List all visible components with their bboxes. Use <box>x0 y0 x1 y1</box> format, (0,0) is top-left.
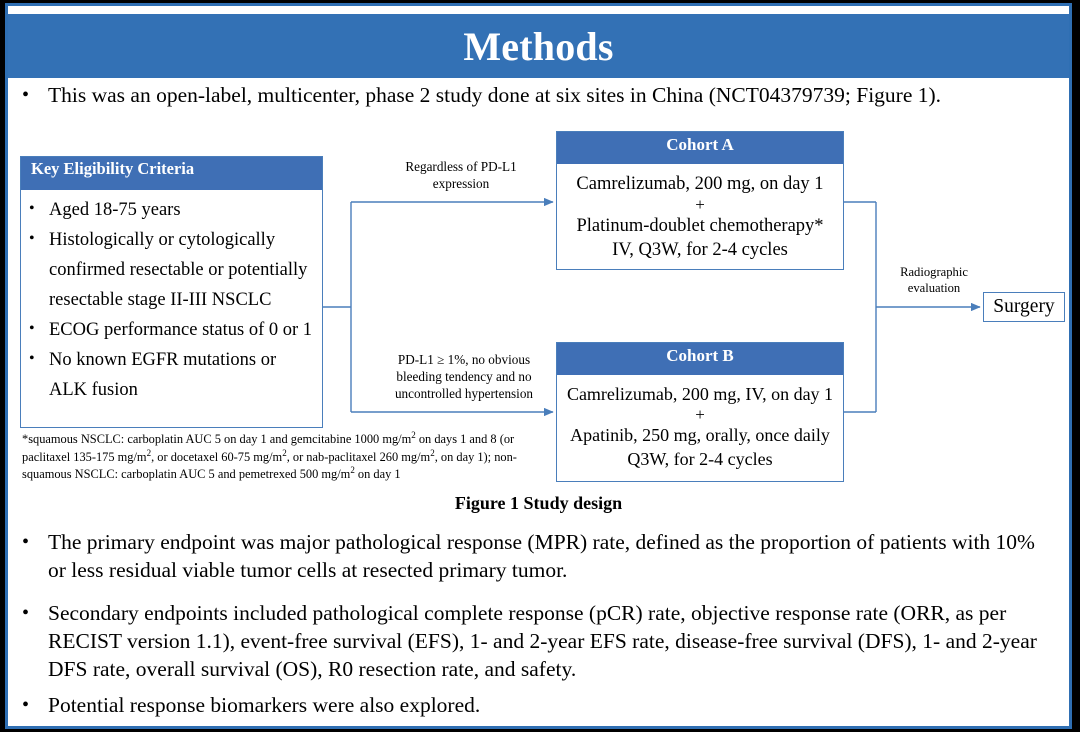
bullet-biomarkers: • Potential response biomarkers were als… <box>22 692 1022 720</box>
footnote-sup: 2 <box>430 447 435 458</box>
bullet-primary-text: The primary endpoint was major pathologi… <box>48 530 1035 582</box>
eligibility-header: Key Eligibility Criteria <box>21 157 322 190</box>
bullet-secondary-text: Secondary endpoints included pathologica… <box>48 601 1037 681</box>
cohort-b-line3: Q3W, for 2-4 cycles <box>627 448 773 469</box>
footnote-line2-b: , or docetaxel 60-75 mg/m <box>151 449 283 464</box>
footnote-sup: 2 <box>146 447 152 458</box>
footnote-line3-a: squamous NSCLC: carboplatin AUC 5 and pe… <box>22 467 351 482</box>
bullet-biomarkers-text: Potential response biomarkers were also … <box>48 693 481 717</box>
cohort-b-condition-line2: bleeding tendency and no <box>396 369 532 385</box>
bullet-marker-icon: • <box>22 531 30 553</box>
cohort-b-line2: Apatinib, 250 mg, orally, once daily <box>570 425 830 446</box>
bullet-marker-icon: • <box>22 602 30 624</box>
bullet-primary-endpoint: • The primary endpoint was major patholo… <box>22 529 1057 585</box>
surgery-condition-line2: evaluation <box>907 281 961 296</box>
eligibility-criteria-box: Key Eligibility Criteria • Aged 18-75 ye… <box>20 156 323 428</box>
cohort-a-line3: IV, Q3W, for 2-4 cycles <box>612 239 788 260</box>
footnote-line2-c: , or nab-paclitaxel 260 mg/m <box>286 449 431 464</box>
footnote-line1-b: on days 1 and 8 (or <box>415 432 515 447</box>
surgery-condition-label: Radiographic evaluation <box>886 264 982 297</box>
cohort-b-condition-label: PD-L1 ≥ 1%, no obvious bleeding tendency… <box>366 351 562 402</box>
figure-footnote: *squamous NSCLC: carboplatin AUC 5 on da… <box>22 430 552 483</box>
footnote-sup: 2 <box>350 465 355 476</box>
cohort-a-condition-label: Regardless of PD-L1 expression <box>370 158 552 192</box>
surgery-condition-line1: Radiographic <box>900 265 968 279</box>
cohort-b-body: Camrelizumab, 200 mg, IV, on day 1 + Apa… <box>557 375 843 477</box>
bullet-marker-icon: • <box>29 229 35 247</box>
bullet-secondary-endpoints: • Secondary endpoints included pathologi… <box>22 600 1057 684</box>
list-item: • Histologically or cytologically confir… <box>29 226 316 316</box>
bullet-marker-icon: • <box>22 694 30 716</box>
page-title: Methods <box>463 24 614 69</box>
cohort-b-condition-line1: PD-L1 ≥ 1%, no obvious <box>397 352 531 367</box>
eligibility-item-text: Histologically or cytologically confirme… <box>49 229 308 310</box>
cohort-a-line2: Platinum-doublet chemotherapy* <box>576 215 824 236</box>
bullet-intro: • This was an open-label, multicenter, p… <box>22 82 1052 110</box>
slide-frame: Methods • This was an open-label, multic… <box>5 3 1072 729</box>
eligibility-item-text: Aged 18-75 years <box>49 200 181 220</box>
figure-caption: Figure 1 Study design <box>454 493 623 513</box>
bullet-marker-icon: • <box>22 84 30 106</box>
bullet-marker-icon: • <box>29 200 35 217</box>
cohort-b-plus: + <box>695 405 705 425</box>
footnote-sup: 2 <box>282 447 287 458</box>
cohort-b-condition-line3: uncontrolled hypertension <box>394 386 534 402</box>
footnote-sup: 2 <box>411 430 416 440</box>
cohort-a-plus: + <box>695 195 705 215</box>
cohort-a-line1: Camrelizumab, 200 mg, on day 1 <box>576 174 824 194</box>
eligibility-item-text: ECOG performance status of 0 or 1 <box>49 319 313 340</box>
footnote-line2-a: paclitaxel 135-175 mg/m <box>22 449 147 464</box>
bullet-intro-text: This was an open-label, multicenter, pha… <box>48 83 942 107</box>
footnote-line2-d: , on day 1); non- <box>434 449 517 464</box>
list-item: • Aged 18-75 years <box>29 196 316 226</box>
cohort-a-box: Cohort A Camrelizumab, 200 mg, on day 1 … <box>556 131 844 270</box>
title-banner: Methods <box>8 14 1069 78</box>
footnote-line1-a: *squamous NSCLC: carboplatin AUC 5 on da… <box>22 432 412 447</box>
cohort-a-condition-line1: Regardless of PD-L1 <box>405 159 517 174</box>
footnote-line3-b: on day 1 <box>354 467 401 482</box>
cohort-a-condition-line2: expression <box>432 176 490 192</box>
list-item: • ECOG performance status of 0 or 1 <box>29 316 316 346</box>
cohort-b-header: Cohort B <box>557 343 843 375</box>
cohort-b-line1: Camrelizumab, 200 mg, IV, on day 1 <box>566 384 834 404</box>
eligibility-item-text: No known EGFR mutations or ALK fusion <box>49 349 277 400</box>
cohort-b-box: Cohort B Camrelizumab, 200 mg, IV, on da… <box>556 342 844 482</box>
bullet-marker-icon: • <box>29 349 35 367</box>
surgery-label: Surgery <box>993 296 1055 317</box>
eligibility-list: • Aged 18-75 years • Histologically or c… <box>21 190 322 406</box>
cohort-a-body: Camrelizumab, 200 mg, on day 1 + Platinu… <box>557 164 843 268</box>
bullet-marker-icon: • <box>29 319 35 337</box>
surgery-box: Surgery <box>983 292 1065 322</box>
cohort-a-header: Cohort A <box>557 132 843 164</box>
list-item: • No known EGFR mutations or ALK fusion <box>29 346 316 406</box>
study-design-figure: Key Eligibility Criteria • Aged 18-75 ye… <box>8 6 1069 726</box>
